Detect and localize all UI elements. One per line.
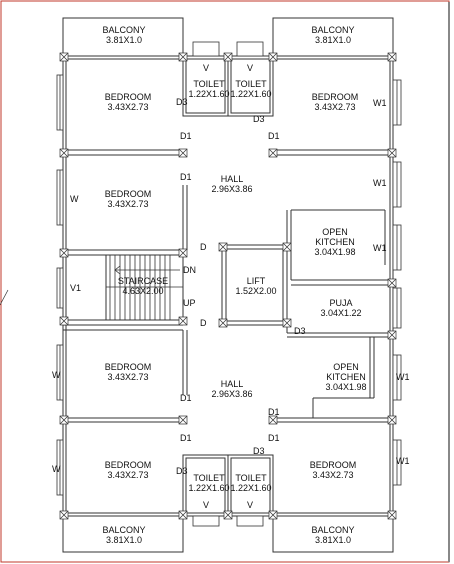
tag-d3: D3 bbox=[176, 97, 188, 107]
tag-d3: D3 bbox=[176, 466, 188, 476]
tag-d1: D1 bbox=[268, 433, 280, 443]
tag-dn: DN bbox=[183, 265, 196, 275]
tag-w1: W1 bbox=[373, 178, 387, 188]
windows bbox=[56, 41, 402, 527]
tag-d3: D3 bbox=[253, 446, 265, 456]
tag-d1: D1 bbox=[180, 393, 192, 403]
tag-w: W bbox=[52, 464, 61, 474]
tag-d1: D1 bbox=[180, 131, 192, 141]
tag-w1: W1 bbox=[373, 243, 387, 253]
tag-d1: D1 bbox=[268, 131, 280, 141]
tag-w1: W1 bbox=[373, 98, 387, 108]
staircase-treads bbox=[106, 255, 183, 320]
tag-d1: D1 bbox=[180, 172, 192, 182]
column-markers bbox=[59, 52, 397, 520]
tag-d3: D3 bbox=[294, 326, 306, 336]
staircase-arrow bbox=[114, 265, 180, 275]
tag-d3: D3 bbox=[253, 114, 265, 124]
tag-w1: W1 bbox=[396, 372, 410, 382]
tag-w1: W1 bbox=[396, 456, 410, 466]
tag-v: V bbox=[247, 500, 254, 510]
tag-w: W bbox=[52, 370, 61, 380]
tag-v: V bbox=[203, 63, 210, 73]
tag-d: D bbox=[200, 242, 207, 252]
tag-v: V bbox=[247, 63, 254, 73]
tag-w: W bbox=[70, 194, 79, 204]
tag-d1: D1 bbox=[268, 407, 280, 417]
tag-up: UP bbox=[183, 298, 196, 308]
tag-d1: D1 bbox=[180, 433, 192, 443]
tag-d: D bbox=[200, 318, 207, 328]
tag-v: V bbox=[203, 500, 210, 510]
tag-v1: V1 bbox=[70, 283, 82, 293]
